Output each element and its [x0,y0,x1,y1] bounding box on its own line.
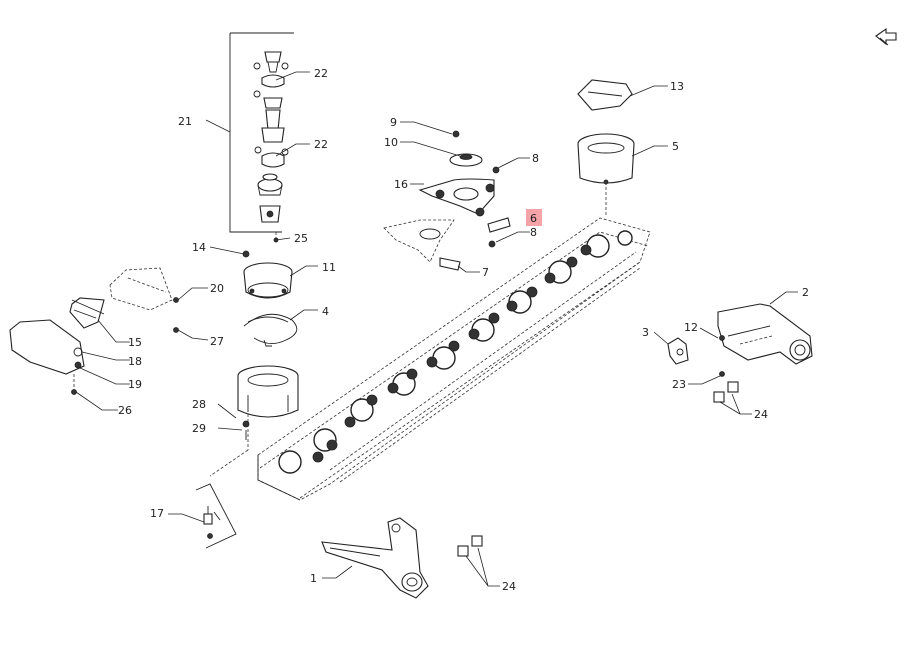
bearing-nuts [312,244,592,463]
callout-25[interactable]: 25 [294,232,308,245]
callout-21[interactable]: 21 [178,115,192,128]
callout-7[interactable]: 7 [482,266,489,279]
callout-26[interactable]: 26 [118,404,132,417]
callout-6[interactable]: 6 [530,212,537,225]
lower-housing [209,365,299,477]
callout-24b[interactable]: 24 [502,580,516,593]
callout-15[interactable]: 15 [128,336,142,349]
callout-8a[interactable]: 8 [532,152,539,165]
callout-22b[interactable]: 22 [314,138,328,151]
right-bracket [667,303,813,403]
callout-6-highlight [526,209,542,226]
callout-4[interactable]: 4 [322,305,329,318]
callout-11[interactable]: 11 [322,261,336,274]
callout-5[interactable]: 5 [672,140,679,153]
retaining-ring [243,313,298,347]
callout-labels: 21 22 22 25 14 11 4 20 27 15 18 19 26 28… [118,67,809,593]
callout-12[interactable]: 12 [684,321,698,334]
return-arrow-icon[interactable] [875,27,897,46]
top-housing [243,262,293,299]
callout-13[interactable]: 13 [670,80,684,93]
lower-arm [321,517,483,599]
callout-10[interactable]: 10 [384,136,398,149]
callout-20[interactable]: 20 [210,282,224,295]
callout-28[interactable]: 28 [192,398,206,411]
top-drum [577,79,635,216]
callout-19[interactable]: 19 [128,378,142,391]
callout-1[interactable]: 1 [310,572,317,585]
callout-14[interactable]: 14 [192,241,206,254]
callout-16[interactable]: 16 [394,178,408,191]
fastener-kit [195,483,237,549]
leader-lines [75,71,798,587]
callout-27[interactable]: 27 [210,335,224,348]
callout-8b[interactable]: 8 [530,226,537,239]
callout-24a[interactable]: 24 [754,408,768,421]
shield-covers [9,267,179,395]
callout-3[interactable]: 3 [642,326,649,339]
callout-2[interactable]: 2 [802,286,809,299]
callout-18[interactable]: 18 [128,355,142,368]
callout-22a[interactable]: 22 [314,67,328,80]
callout-29[interactable]: 29 [192,422,206,435]
cutter-bar [257,217,651,501]
disk-assembly [383,130,511,271]
drive-shaft-assembly [229,32,294,243]
callout-17[interactable]: 17 [150,507,164,520]
callout-9[interactable]: 9 [390,116,397,129]
callout-23[interactable]: 23 [672,378,686,391]
